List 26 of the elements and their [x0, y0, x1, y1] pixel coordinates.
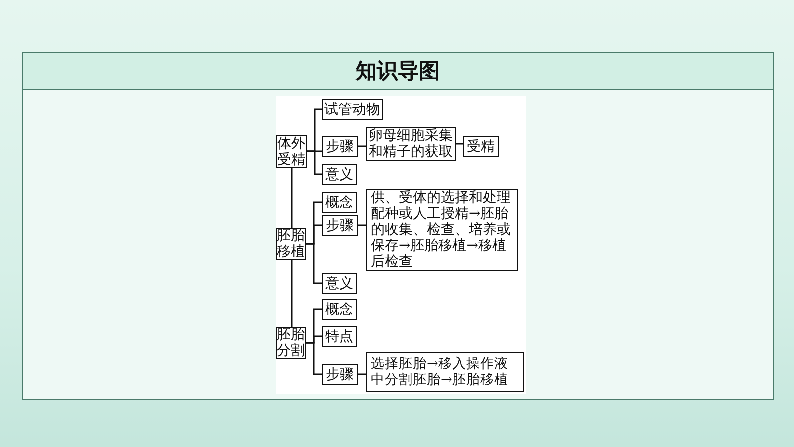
topic-box: 卵母细胞采集和精子的获取: [366, 127, 456, 161]
topic-box: 步骤: [322, 215, 358, 236]
topic-box: 意义: [322, 164, 357, 185]
connector-line: [358, 146, 366, 148]
connector-line: [306, 342, 322, 376]
topic-box: 意义: [322, 273, 357, 294]
connector-line: [306, 243, 322, 284]
connector-line: [358, 374, 366, 376]
title: 知识导图: [356, 58, 440, 85]
topic-box: 步骤: [322, 136, 358, 157]
topic-box: 试管动物: [322, 99, 383, 120]
connector-line: [291, 260, 293, 327]
topic-box: 特点: [322, 326, 357, 347]
step-box: 供、受体的选择和处理配种或人工授精→胚胎的收集、检查、培养或保存→胚胎移植→移植后检查: [366, 189, 518, 271]
connector-line: [307, 150, 322, 176]
topic-box: 胚胎分割: [276, 327, 306, 359]
connector-line: [291, 168, 293, 228]
topic-box: 受精: [463, 136, 499, 157]
topic-box: 概念: [322, 192, 357, 213]
step-box: 选择胚胎→移入操作液中分割胚胎→胚胎移植: [366, 352, 524, 392]
connector-line: [456, 143, 463, 145]
topic-box: 步骤: [322, 364, 358, 385]
connector-line: [358, 224, 366, 226]
topic-box: 概念: [322, 299, 357, 320]
topic-box: 体外受精: [276, 135, 307, 168]
topic-box: 胚胎移植: [276, 228, 306, 260]
